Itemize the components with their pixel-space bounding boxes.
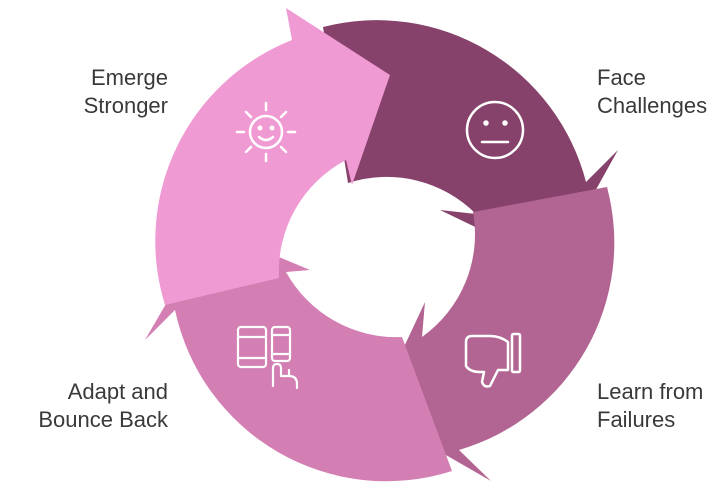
label-line: Adapt and [67, 379, 168, 404]
thumbs-down-icon [464, 332, 522, 388]
label-line: Stronger [83, 93, 168, 118]
neutral-face-icon [465, 100, 525, 160]
label-learn-from-failures: Learn from Failures [597, 378, 703, 434]
label-adapt-bounce-back: Adapt and Bounce Back [38, 378, 168, 434]
label-line: Bounce Back [38, 407, 168, 432]
segment-learn-from-failures [373, 187, 615, 481]
devices-touch-icon [236, 325, 299, 390]
segment-emerge-stronger [155, 8, 390, 305]
sun-smile-icon [235, 101, 297, 163]
label-line: Challenges [597, 93, 708, 118]
label-line: Failures [597, 407, 676, 432]
label-line: Face [597, 65, 646, 90]
label-emerge-stronger: Emerge Stronger [84, 64, 168, 120]
label-line: Learn from [597, 379, 704, 404]
label-face-challenges: Face Challenges [597, 64, 707, 120]
label-line: Emerge [90, 65, 168, 90]
